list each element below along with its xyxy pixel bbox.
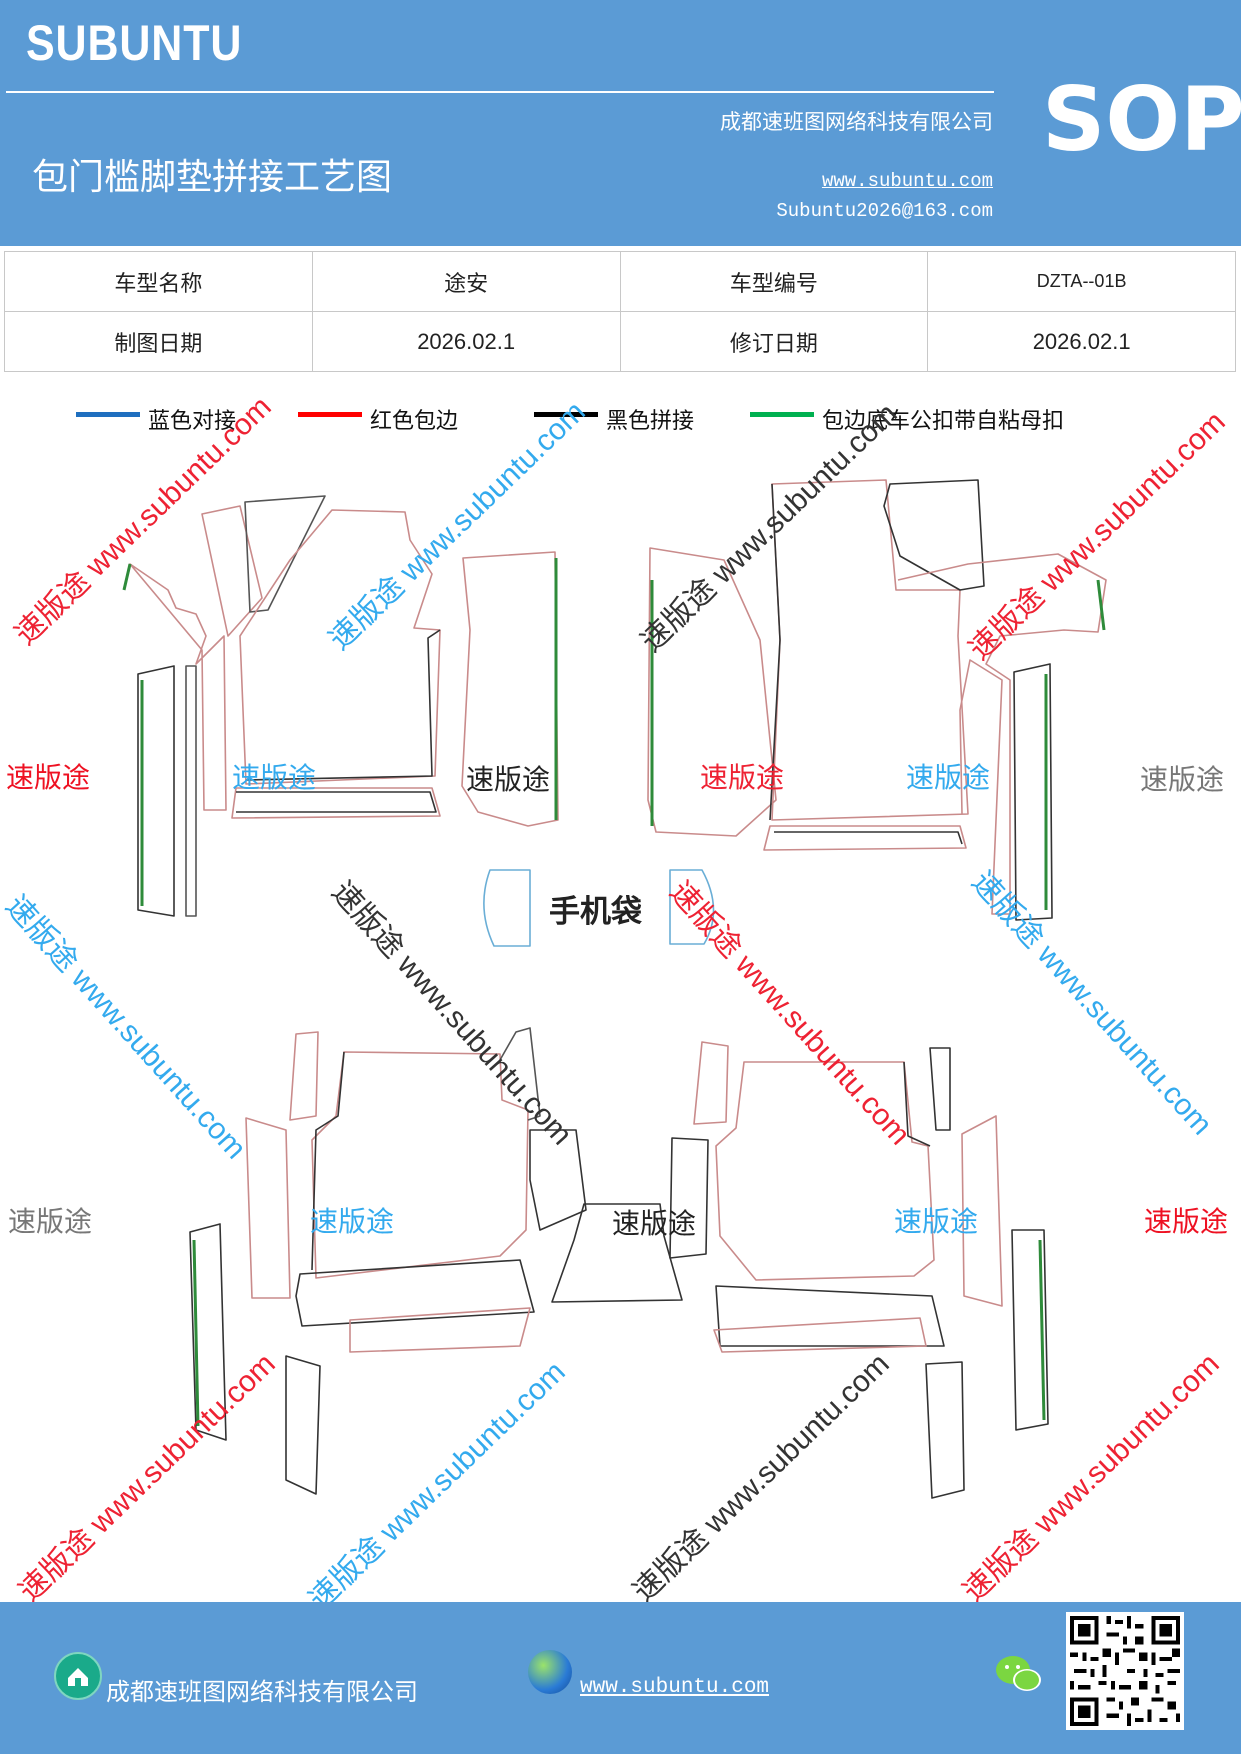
watermark-word: 速版途 — [894, 1205, 979, 1238]
info-table: 车型名称 途安 车型编号 DZTA--01B 制图日期 2026.02.1 修订… — [4, 251, 1236, 372]
legend-swatch-red — [298, 412, 362, 417]
rear-right-mats — [669, 1041, 1049, 1499]
watermark-word: 速版途 — [466, 763, 551, 796]
watermark-word: 速版途 — [232, 761, 317, 794]
table-row: 制图日期 2026.02.1 修订日期 2026.02.1 — [4, 311, 1236, 372]
legend-label: 黑色拼接 — [606, 409, 695, 434]
header-email: Subuntu2026@163.com — [776, 200, 993, 222]
revision-date-label: 修订日期 — [619, 311, 929, 372]
legend-swatch-black — [534, 412, 598, 417]
footer-company: 成都速班图网络科技有限公司 — [106, 1678, 418, 1706]
watermark-word: 速版途 — [1144, 1205, 1229, 1238]
footer-website-link[interactable]: www.subuntu.com — [580, 1676, 770, 1699]
phone-pouch-shapes — [483, 869, 715, 947]
brand-logo: SUBUNTU — [26, 15, 243, 71]
watermark-word: 速版途 — [310, 1205, 395, 1238]
page-title: 包门槛脚垫拼接工艺图 — [32, 157, 393, 198]
front-left-mats — [122, 495, 559, 917]
watermark-word: 速版途 — [6, 761, 91, 794]
model-name-value: 途安 — [311, 251, 621, 312]
floor-mat-diagram — [122, 479, 1107, 1499]
phone-pouch-label: 手机袋 — [549, 894, 642, 930]
qr-code — [1066, 1612, 1184, 1730]
header-banner: SUBUNTU 成都速班图网络科技有限公司 包门槛脚垫拼接工艺图 www.sub… — [0, 0, 1241, 246]
legend-swatch-green — [750, 412, 814, 417]
table-row: 车型名称 途安 车型编号 DZTA--01B — [4, 251, 1236, 312]
draw-date-label: 制图日期 — [4, 311, 313, 372]
sop-badge: SOP — [1042, 68, 1241, 171]
watermark-word: 速版途 — [700, 761, 785, 794]
center-tunnel-mat — [551, 1203, 683, 1303]
legend-label: 红色包边 — [370, 409, 459, 434]
home-icon — [54, 1652, 102, 1700]
model-number-value: DZTA--01B — [927, 251, 1236, 312]
watermark-word: 速版途 — [8, 1205, 93, 1238]
watermark-word: 速版途 — [906, 761, 991, 794]
watermark-word: 速版途 — [1140, 763, 1225, 796]
globe-icon — [528, 1650, 572, 1694]
legend-label: 蓝色对接 — [148, 409, 237, 434]
watermark-word: 速版途 — [612, 1207, 697, 1240]
front-right-mats — [647, 479, 1107, 921]
rear-left-mats — [189, 1027, 587, 1495]
header-divider — [6, 91, 994, 93]
legend-label: 包边底车公扣带自粘母扣 — [822, 409, 1065, 434]
header-company: 成都速班图网络科技有限公司 — [720, 110, 993, 134]
wechat-icon — [994, 1652, 1044, 1696]
model-name-label: 车型名称 — [4, 251, 313, 312]
revision-date-value: 2026.02.1 — [927, 311, 1236, 372]
model-number-label: 车型编号 — [619, 251, 929, 312]
draw-date-value: 2026.02.1 — [311, 311, 621, 372]
legend-swatch-blue — [76, 412, 140, 417]
header-website-link[interactable]: www.subuntu.com — [821, 170, 993, 192]
